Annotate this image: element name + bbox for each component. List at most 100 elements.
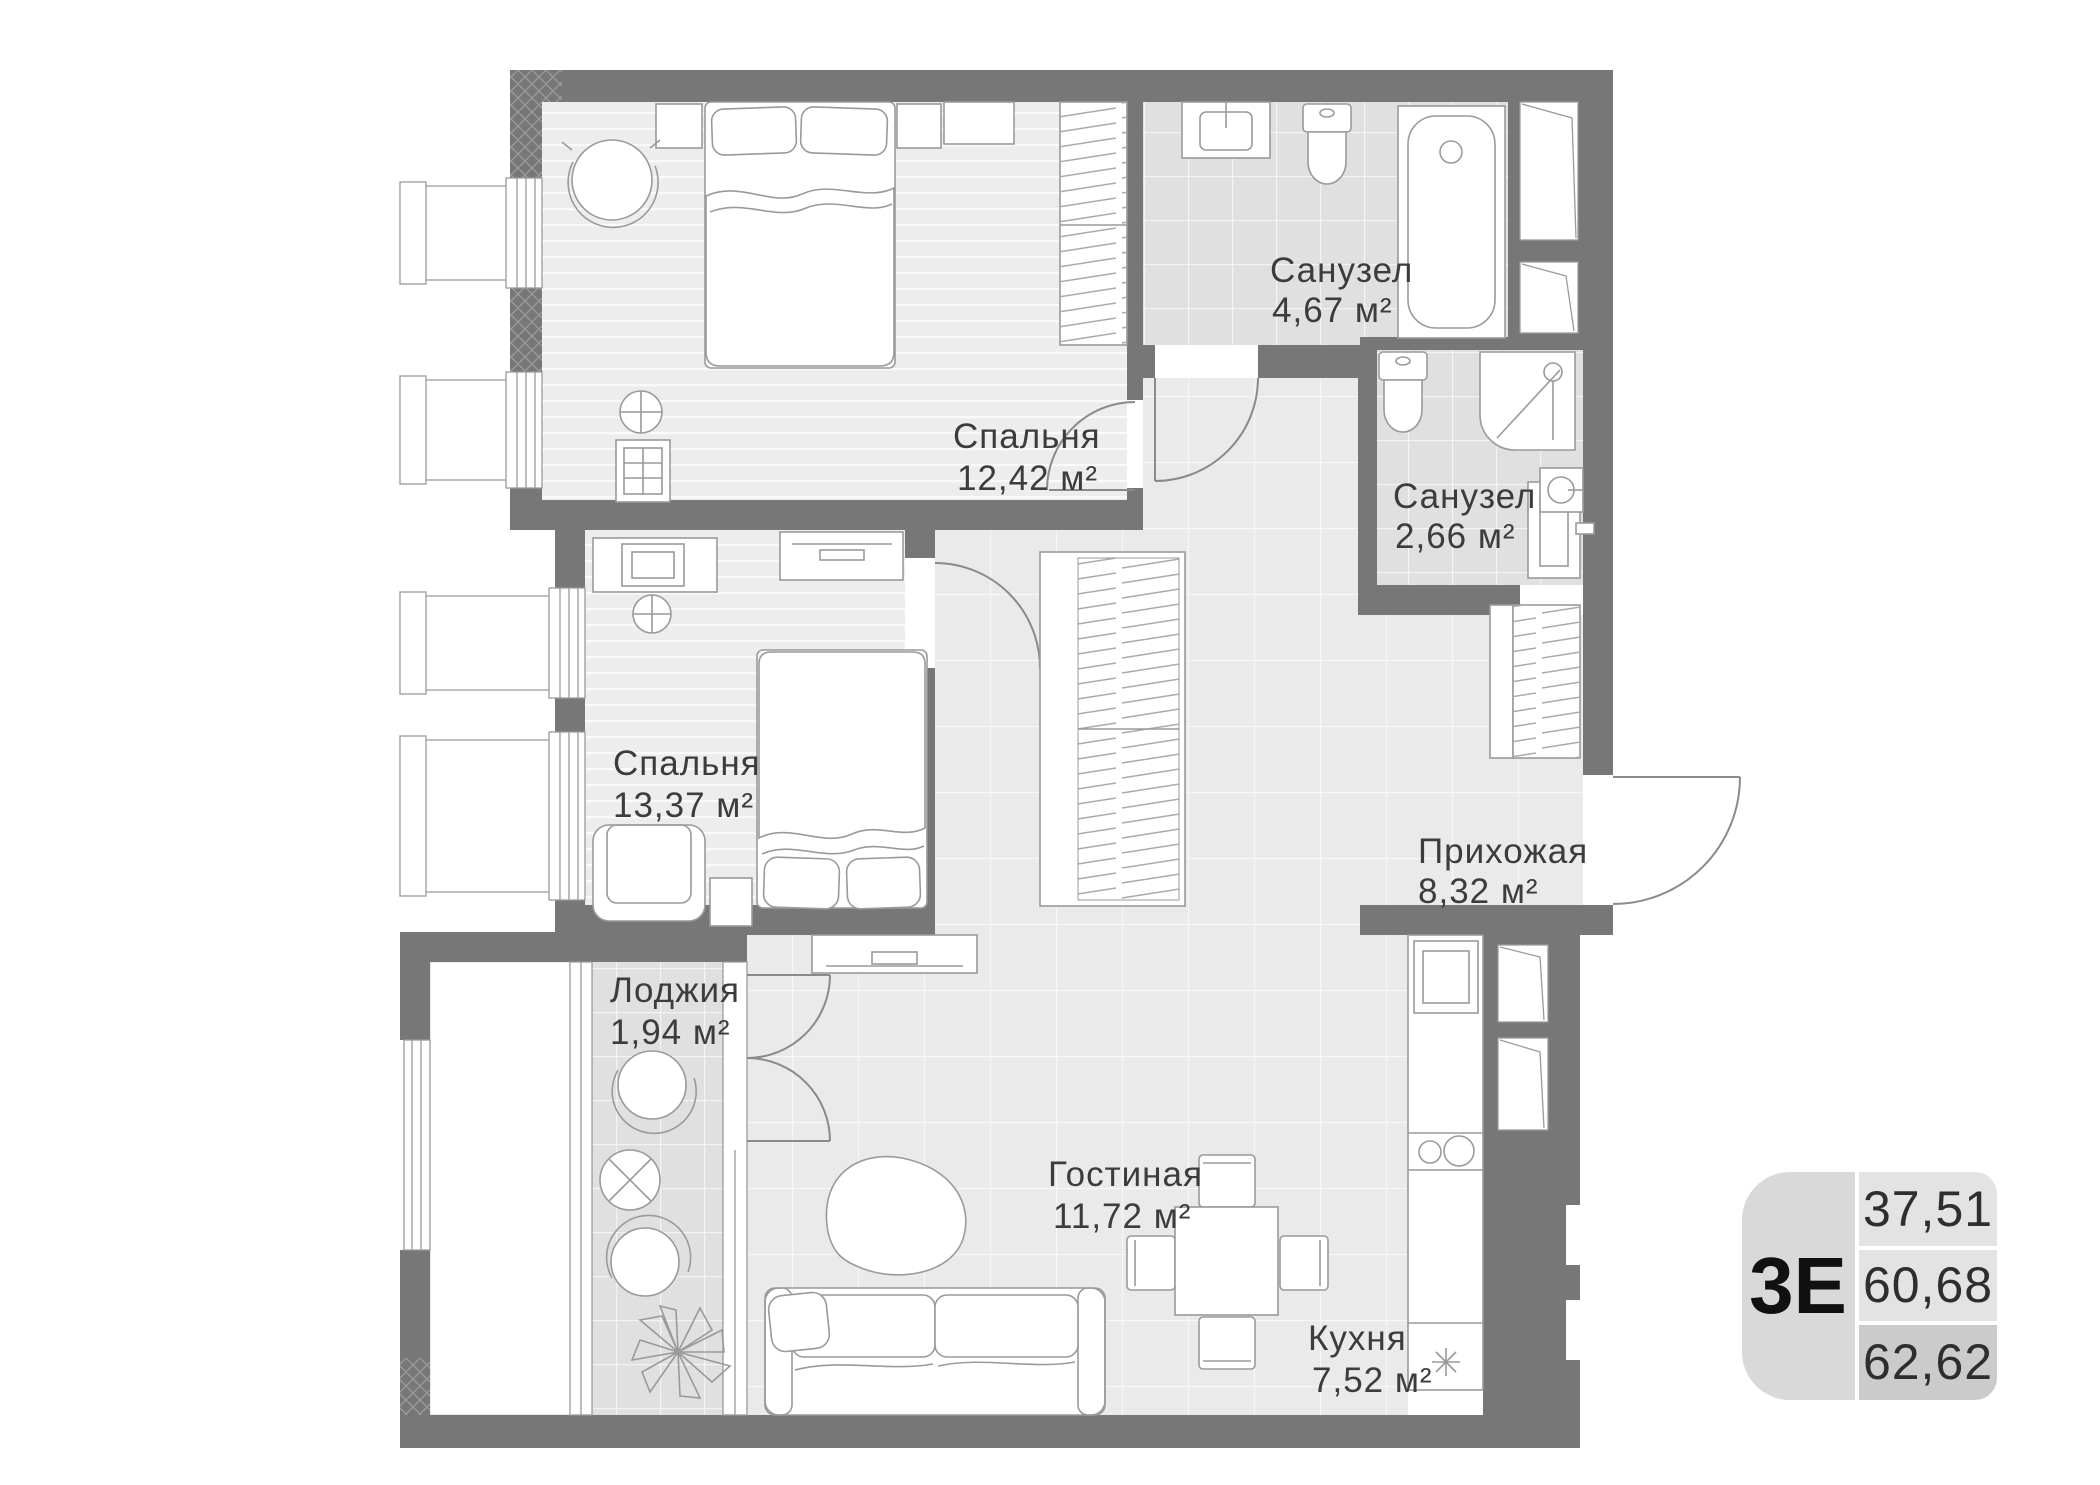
wall-closet-b1 [1127, 102, 1143, 345]
hallway-name: Прихожая [1418, 832, 1588, 871]
closet-icon-hall-right [1489, 604, 1581, 759]
bedroom2-area: 13,37 м² [613, 786, 754, 825]
wall-loggia-top [400, 932, 747, 962]
closet-icon-b1 [1059, 101, 1128, 346]
wall-right-col-inner [1508, 102, 1520, 350]
wall-b1-corridor-a [1127, 345, 1143, 400]
kitchen-area: 7,52 м² [1312, 1361, 1433, 1400]
wall-left-b2b [555, 698, 585, 732]
living-name: Гостиная [1048, 1155, 1203, 1194]
nightstand-icon-b1-left [655, 103, 703, 149]
window-top-right-b [1519, 261, 1579, 334]
kitchen-sink-icon [1418, 1135, 1475, 1167]
wall-b1-corridor-b [1127, 488, 1143, 530]
legend-cell-1 [1859, 1172, 1997, 1246]
bathroom2-area: 2,66 м² [1395, 517, 1516, 556]
wall-right-col-outer [1578, 102, 1613, 350]
bathroom1-name: Санузел [1270, 251, 1413, 290]
legend-cell-3 [1859, 1325, 1997, 1400]
kitchen-name: Кухня [1308, 1319, 1407, 1358]
wall-top [510, 70, 1613, 102]
wall-bath1-bottom-b [1258, 345, 1360, 378]
wall-right-col-bottom [1508, 333, 1613, 350]
window-bedroom2-a [399, 587, 586, 699]
legend-code-cell [1742, 1172, 1855, 1400]
toilet-icon-bath1 [1302, 103, 1352, 185]
console-icon-b2 [779, 531, 904, 581]
window-bedroom1-a [399, 177, 543, 289]
window-loggia [403, 1039, 431, 1251]
armchair-icon-b2 [592, 824, 706, 922]
wall-loggia-left-b [400, 1250, 430, 1360]
sink-icon-bath1 [1181, 101, 1271, 159]
legend-unit-code: 3Е [1749, 1241, 1847, 1330]
terrace-area [429, 961, 571, 1416]
window-bedroom1-b [399, 371, 543, 489]
loggia-chair-icon-2 [605, 1214, 692, 1297]
armchair-icon-bedroom1 [561, 139, 661, 229]
wall-tick-1 [1566, 1205, 1580, 1265]
wall-bottom [400, 1415, 1580, 1448]
side-table-icon-b1 [619, 390, 663, 434]
nightstand-icon-b1-right [896, 103, 942, 149]
wall-tick-2 [1566, 1300, 1580, 1360]
wall-b2-right-a [905, 530, 935, 558]
bathroom1-area: 4,67 м² [1272, 291, 1393, 330]
plant-icon [630, 1304, 732, 1399]
tv-dresser-icon-b2 [592, 537, 718, 593]
wall-left-b2a [555, 530, 585, 588]
wall-bath1-bottom-a [1143, 345, 1155, 378]
tv-console-icon-living [811, 934, 978, 974]
wall-right-bottom [1483, 1195, 1580, 1448]
legend-value-1: 37,51 [1863, 1181, 1993, 1237]
bed-icon-bedroom1 [704, 101, 896, 369]
legend-cell-2 [1859, 1250, 1997, 1321]
window-kitchen-b [1497, 1037, 1549, 1131]
bathroom1-door-arc [1154, 377, 1259, 482]
wall-divider-bedrooms [510, 500, 1143, 530]
wall-kitchen-col-outer [1548, 935, 1580, 1195]
kitchen-counter [1407, 934, 1484, 1391]
bedroom1-area: 12,42 м² [957, 459, 1098, 498]
window-top-right-a [1519, 101, 1579, 241]
coffee-table-icon [825, 1155, 967, 1276]
side-table-icon-b2 [632, 594, 672, 634]
dresser-icon-b1 [615, 439, 671, 503]
hallway-area: 8,32 м² [1418, 872, 1539, 911]
hallway-living-passage [935, 905, 1360, 935]
bedroom1-door-arc [1046, 401, 1136, 491]
entrance-door [1583, 775, 1741, 905]
living-area: 11,72 м² [1053, 1197, 1191, 1236]
shower-icon [1479, 351, 1576, 451]
nightstand-icon-b2 [709, 877, 753, 927]
wall-kcol-a [1498, 935, 1548, 945]
sink-icon-bath2 [1539, 467, 1584, 513]
wall-hatch-left-2 [510, 288, 542, 372]
bedroom1-name: Спальня [953, 417, 1101, 456]
fridge-icon [1413, 940, 1479, 1014]
bathtub-icon [1397, 105, 1506, 339]
legend-value-3: 62,62 [1863, 1334, 1993, 1390]
bedroom2-door-arc [934, 562, 1041, 669]
wall-right-mid [1583, 350, 1613, 775]
dining-table-icon [1126, 1154, 1329, 1370]
wall-kcol-c [1498, 1130, 1548, 1195]
balcony-door [746, 974, 831, 1142]
wall-right-col-div [1520, 240, 1578, 262]
hallway-floor [1143, 378, 1358, 530]
bathroom1-door-opening [1155, 345, 1258, 378]
toilet-icon-bath2 [1378, 351, 1428, 433]
window-kitchen-a [1497, 944, 1549, 1023]
wall-bath2-left [1358, 350, 1377, 585]
loggia-chair-icon-1 [611, 1050, 697, 1135]
bedroom2-name: Спальня [613, 744, 761, 783]
legend-value-2: 60,68 [1863, 1257, 1993, 1313]
stove-icon [1432, 1348, 1460, 1376]
wardrobe-icon-hall-left [1039, 551, 1186, 907]
loggia-area: 1,94 м² [610, 1013, 731, 1052]
wall-hatch-left-1 [510, 70, 542, 178]
wall-kcol-b [1498, 1022, 1548, 1038]
walls [400, 70, 1613, 1448]
